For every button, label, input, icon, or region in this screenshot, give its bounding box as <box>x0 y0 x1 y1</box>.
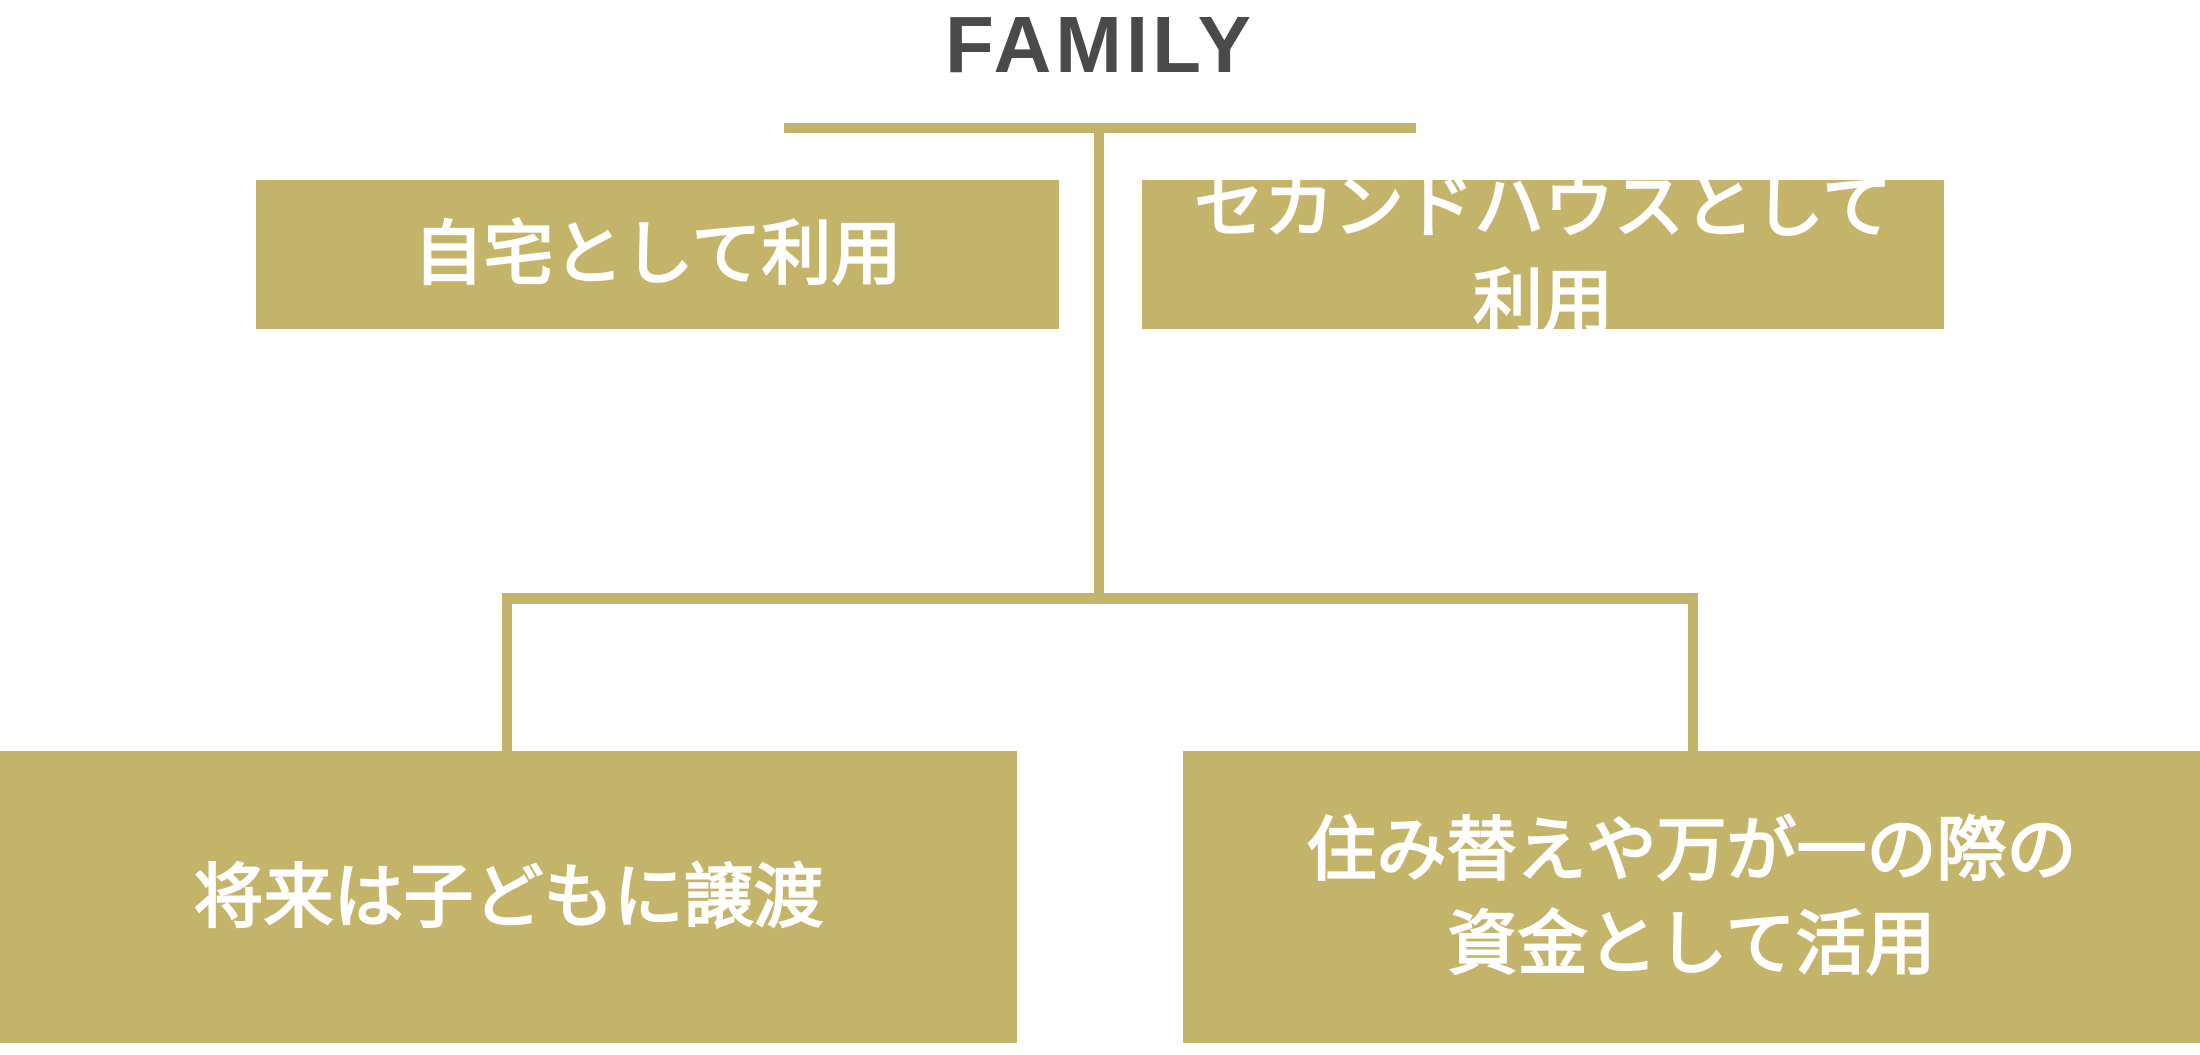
node-bottom-left: 将来は子どもに譲渡 <box>0 751 1017 1043</box>
node-bottom-left-label: 将来は子どもに譲渡 <box>193 855 824 938</box>
node-top-left-label: 自宅として利用 <box>413 213 902 296</box>
right-drop-connector <box>1688 593 1698 751</box>
node-bottom-right: 住み替えや万が一の際の 資金として活用 <box>1183 751 2200 1043</box>
left-drop-connector <box>502 593 512 751</box>
center-vertical-connector <box>1094 123 1104 601</box>
node-top-left: 自宅として利用 <box>256 180 1059 329</box>
node-bottom-right-label-line2: 資金として活用 <box>1447 903 1936 985</box>
node-bottom-right-label-line1: 住み替えや万が一の際の <box>1306 808 2077 891</box>
node-top-right-label: セカンドハウスとして利用 <box>1194 166 1892 343</box>
diagram-title: FAMILY <box>945 0 1255 89</box>
node-top-right: セカンドハウスとして利用 <box>1142 166 1944 343</box>
bottom-horizontal-connector <box>502 593 1698 604</box>
